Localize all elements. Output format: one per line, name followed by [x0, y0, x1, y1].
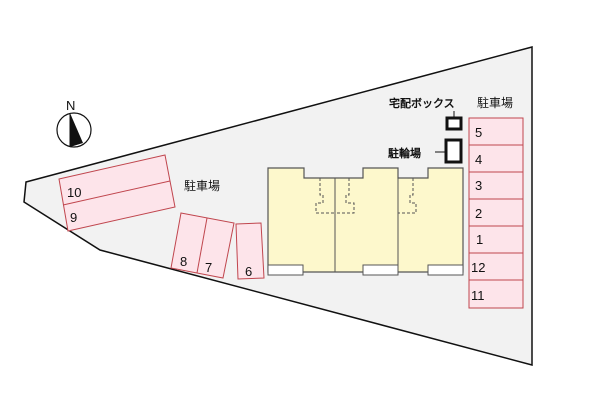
apartment-building	[267, 167, 464, 276]
parking-space-4: 4	[475, 152, 482, 167]
parking-space-6: 6	[245, 264, 252, 279]
parking-space-1: 1	[476, 232, 483, 247]
delivery-box-label: 宅配ボックス	[389, 96, 455, 110]
delivery-box: 宅配ボックス	[389, 96, 463, 131]
north-compass-icon: N	[56, 98, 92, 148]
bicycle-parking-label: 駐輪場	[388, 146, 421, 160]
parking-space-12: 12	[471, 260, 485, 275]
parking-label-right: 駐車場	[477, 95, 513, 110]
parking-space-9: 9	[70, 210, 77, 225]
parking-space-3: 3	[475, 178, 482, 193]
parking-space-5: 5	[475, 125, 482, 140]
parking-space-7: 7	[205, 260, 212, 275]
parking-group-single: 6	[235, 222, 265, 280]
parking-group-right: 5 4 3 2 1 12 11	[468, 117, 524, 309]
parking-group-left: 10 9	[58, 154, 176, 232]
parking-label-left: 駐車場	[184, 178, 220, 193]
parking-space-2: 2	[475, 206, 482, 221]
parking-group-middle: 8 7	[170, 212, 235, 279]
parking-space-10: 10	[67, 185, 81, 200]
parking-space-8: 8	[180, 254, 187, 269]
bicycle-parking: 駐輪場	[388, 138, 463, 164]
compass-north-label: N	[66, 98, 75, 113]
parking-space-11: 11	[471, 288, 485, 303]
